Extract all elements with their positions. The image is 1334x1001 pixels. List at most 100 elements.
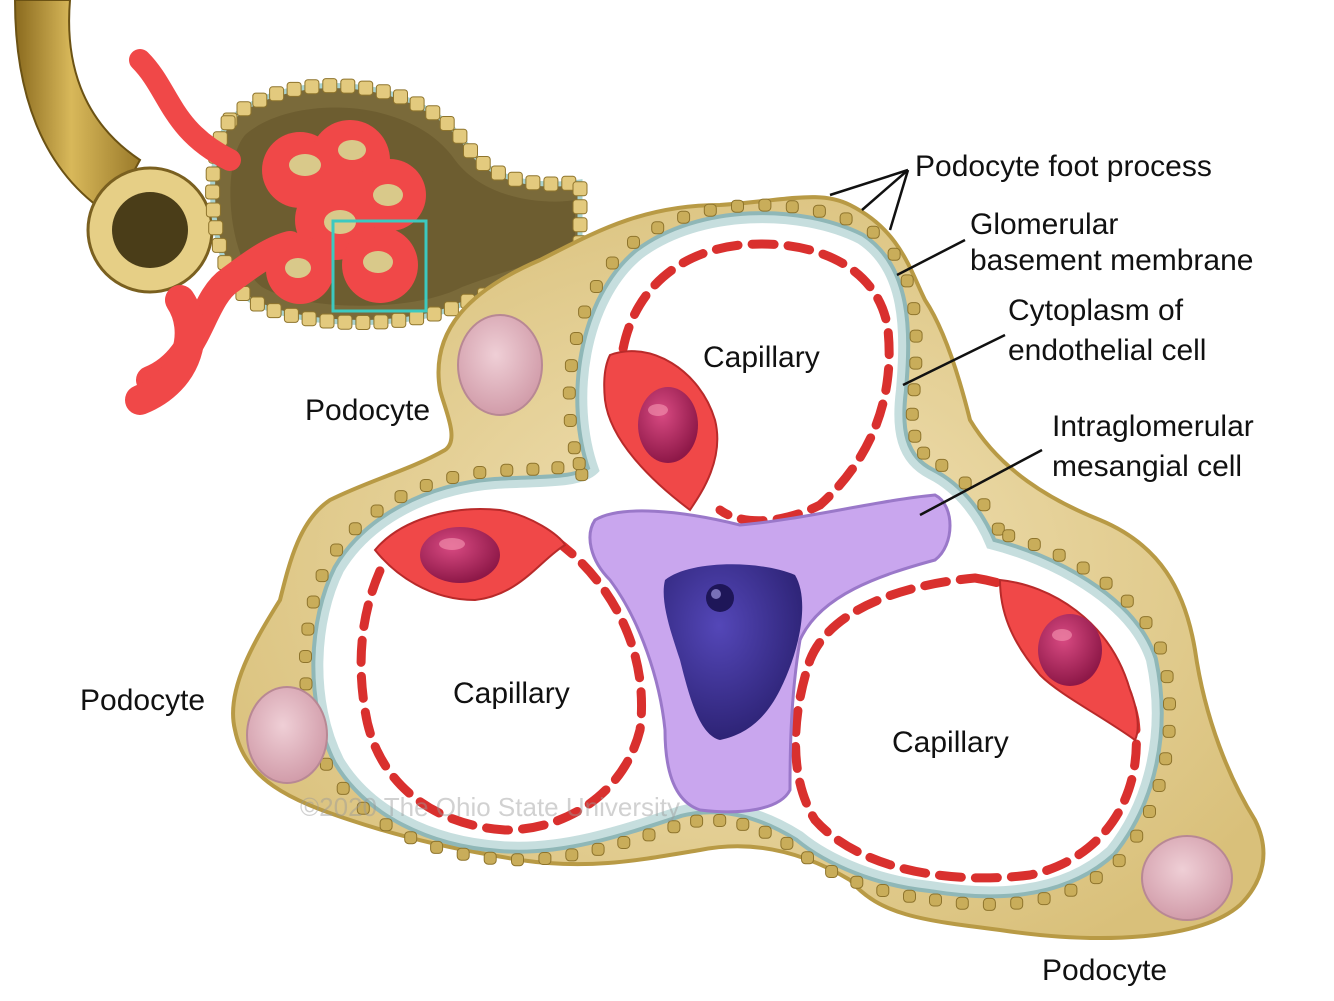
foot-process-bead bbox=[909, 356, 923, 370]
capsule-cell bbox=[252, 92, 268, 108]
foot-process-bead bbox=[917, 446, 931, 460]
capsule-cell bbox=[439, 116, 455, 131]
capsule-cell bbox=[249, 296, 265, 312]
foot-process-bead bbox=[578, 305, 592, 319]
foot-process-bead bbox=[982, 897, 996, 911]
endothelium-top bbox=[615, 239, 894, 526]
foot-process-bead bbox=[1089, 871, 1103, 885]
label-capillary-top: Capillary bbox=[703, 341, 820, 374]
capsule-cell bbox=[283, 307, 299, 323]
capsule-cell bbox=[266, 303, 282, 319]
foot-process-bead bbox=[430, 840, 444, 854]
foot-process-bead bbox=[667, 820, 681, 834]
foot-process-bead bbox=[1162, 724, 1176, 738]
foot-process-bead bbox=[958, 476, 972, 490]
capsule-cell bbox=[490, 165, 506, 181]
label-podocyte-left: Podocyte bbox=[80, 684, 205, 717]
label-mesangial-line1: Intraglomerular bbox=[1052, 410, 1254, 443]
foot-process-bead bbox=[348, 522, 362, 536]
foot-process-bead bbox=[780, 836, 794, 850]
foot-process-bead bbox=[903, 889, 916, 903]
foot-process-bead bbox=[812, 204, 826, 218]
afferent-arteriole bbox=[125, 285, 205, 415]
capsule-cell bbox=[236, 101, 252, 117]
foot-process-bead bbox=[315, 569, 329, 583]
capsule-cell bbox=[286, 81, 302, 97]
foot-process-bead bbox=[651, 221, 665, 235]
foot-process-bead bbox=[336, 781, 350, 795]
mesangial-cell bbox=[588, 493, 952, 814]
foot-process-bead bbox=[1010, 896, 1024, 910]
foot-process-bead bbox=[909, 329, 923, 343]
label-cytoplasm-line1: Cytoplasm of bbox=[1008, 294, 1184, 327]
foot-process-bead bbox=[1002, 529, 1016, 543]
foot-process-bead bbox=[1143, 805, 1156, 818]
capsule-cell bbox=[443, 301, 459, 317]
foot-process-bead bbox=[572, 457, 586, 471]
endothelium-left bbox=[356, 535, 646, 835]
foot-process-bead bbox=[370, 504, 384, 518]
foot-process-bead bbox=[1099, 576, 1113, 590]
foot-process-bead bbox=[511, 853, 524, 867]
capsule-cell bbox=[319, 313, 335, 329]
foot-process-bead bbox=[991, 522, 1005, 536]
foot-process-bead bbox=[736, 817, 750, 831]
foot-process-bead bbox=[955, 896, 969, 910]
capsule-cell bbox=[337, 314, 353, 330]
foot-process-bead bbox=[575, 468, 589, 482]
foot-process-bead bbox=[977, 498, 991, 512]
foot-process-bead bbox=[907, 302, 921, 316]
foot-process-bead bbox=[299, 677, 313, 691]
watermark: ©2020 The Ohio State University bbox=[300, 792, 680, 822]
glomerular-cross-section bbox=[231, 195, 1266, 940]
label-foot-process: Podocyte foot process bbox=[915, 150, 1212, 183]
endothelial-cell-left bbox=[373, 508, 567, 602]
foot-process-bead bbox=[825, 865, 839, 878]
capsule-cell bbox=[205, 184, 221, 200]
capsule-cell bbox=[572, 181, 588, 197]
foot-process-bead bbox=[801, 851, 814, 865]
foot-process-bead bbox=[839, 212, 853, 226]
podocyte-nucleus-left bbox=[246, 686, 328, 784]
foot-process-bead bbox=[1064, 883, 1078, 897]
foot-process-bead bbox=[703, 203, 717, 217]
foot-process-bead bbox=[677, 210, 691, 224]
foot-process-bead bbox=[758, 198, 772, 212]
foot-process-bead bbox=[500, 463, 514, 477]
foot-process-bead bbox=[1027, 538, 1041, 551]
capsule-cell bbox=[358, 80, 374, 96]
foot-process-bead bbox=[935, 458, 949, 472]
label-mesangial-line2: mesangial cell bbox=[1052, 450, 1242, 483]
capsule-cell bbox=[409, 310, 425, 326]
foot-process-bead bbox=[306, 595, 320, 609]
foot-process-bead bbox=[1163, 697, 1176, 711]
foot-process-bead bbox=[330, 543, 344, 557]
foot-process-bead bbox=[526, 462, 540, 476]
foot-process-bead bbox=[404, 831, 418, 845]
foot-process-bead bbox=[1037, 892, 1051, 906]
capsule-cell bbox=[543, 176, 559, 192]
foot-process-bead bbox=[356, 801, 370, 815]
foot-process-bead bbox=[562, 386, 576, 400]
capsule-cell bbox=[393, 89, 408, 105]
leader-lines bbox=[829, 168, 1043, 517]
foot-process-bead bbox=[569, 332, 583, 345]
foot-process-bead bbox=[473, 466, 487, 479]
foot-process-bead bbox=[538, 852, 552, 865]
capsule-cell bbox=[322, 78, 338, 94]
foot-process-bead bbox=[1112, 854, 1126, 868]
foot-process-bead bbox=[564, 359, 578, 373]
foot-process-bead bbox=[900, 274, 914, 288]
foot-process-bead bbox=[905, 407, 919, 421]
capsule-cell bbox=[475, 156, 491, 171]
capsule-cell bbox=[301, 311, 317, 327]
foot-process-bead bbox=[299, 650, 312, 663]
capsule-cell bbox=[355, 315, 371, 330]
label-podocyte-bottom: Podocyte bbox=[1042, 954, 1167, 987]
label-capillary-left: Capillary bbox=[453, 677, 570, 710]
capsule-cell bbox=[463, 143, 478, 159]
foot-process-bead bbox=[713, 814, 727, 827]
foot-process-bead bbox=[908, 429, 922, 443]
label-gbm-line1: Glomerular bbox=[970, 208, 1118, 241]
